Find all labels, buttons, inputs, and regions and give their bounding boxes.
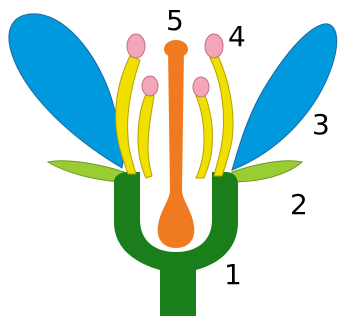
label-stamen: 4 xyxy=(228,20,246,53)
label-petal: 3 xyxy=(312,108,330,141)
pistil xyxy=(158,50,195,248)
label-pistil: 5 xyxy=(166,4,184,37)
anther-outer-right xyxy=(205,34,223,58)
stigma xyxy=(164,40,188,58)
sepal-left xyxy=(48,161,124,182)
petal-left xyxy=(9,14,123,168)
petal-right xyxy=(232,24,337,170)
anther-outer-left xyxy=(127,34,145,58)
stamen-filament-inner-left xyxy=(138,94,154,178)
stamen-filament-inner-right xyxy=(196,92,213,178)
anther-inner-left xyxy=(142,76,158,96)
label-sepal: 2 xyxy=(290,188,308,221)
anther-inner-right xyxy=(193,77,209,97)
stamen-filament-outer-right xyxy=(210,56,233,176)
label-receptacle: 1 xyxy=(224,258,242,291)
